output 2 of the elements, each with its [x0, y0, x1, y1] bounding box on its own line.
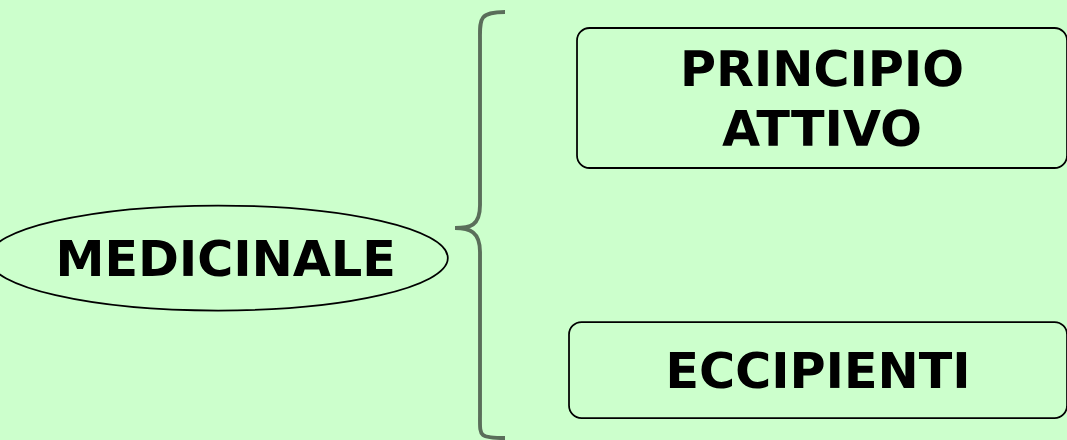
component-box: PRINCIPIO ATTIVO	[576, 27, 1067, 169]
component-box: ECCIPIENTI	[568, 321, 1067, 419]
